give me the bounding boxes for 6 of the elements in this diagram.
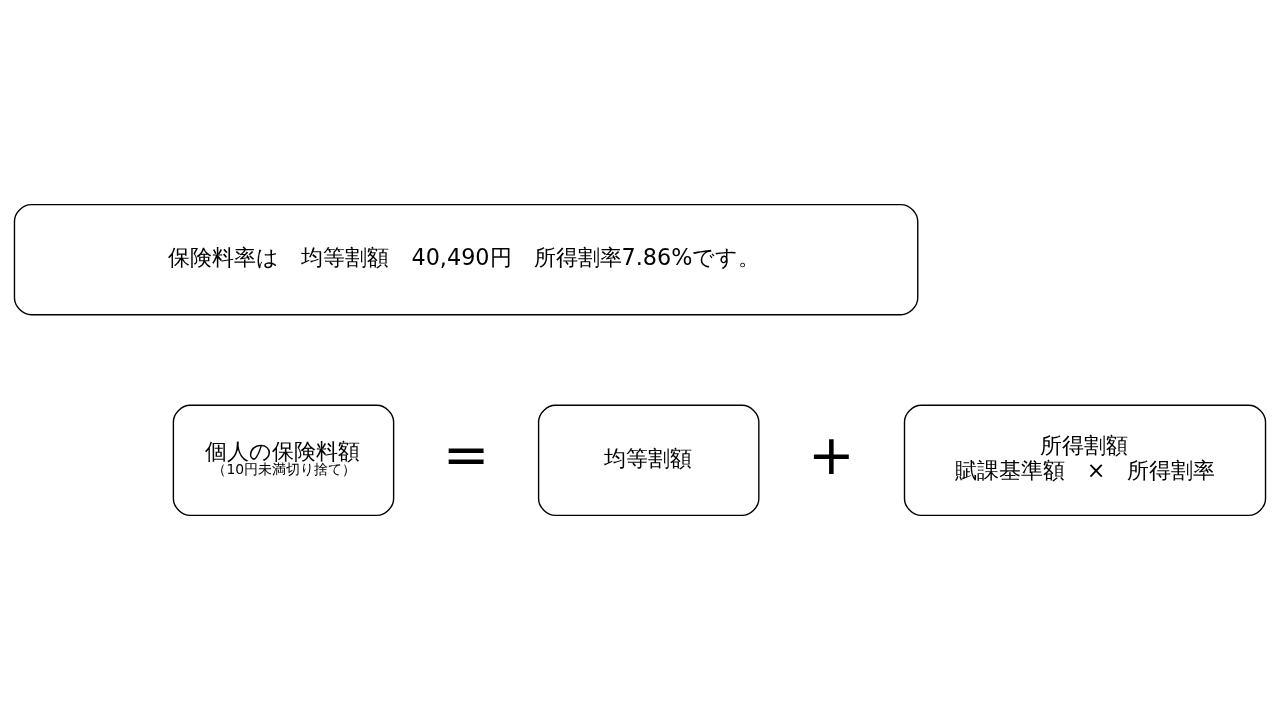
node-box: 所得割額 賦課基準額 × 所得割率 xyxy=(903,404,1267,517)
node-box: 個人の保険料額 （10円未満切り捨て） xyxy=(172,404,395,517)
label: + xyxy=(807,422,855,488)
node-box: 保険料率は 均等割額 40,490円 所得割率7.86%です。 xyxy=(13,203,919,316)
node-box: 均等割額 xyxy=(537,404,760,517)
label: = xyxy=(442,422,490,488)
